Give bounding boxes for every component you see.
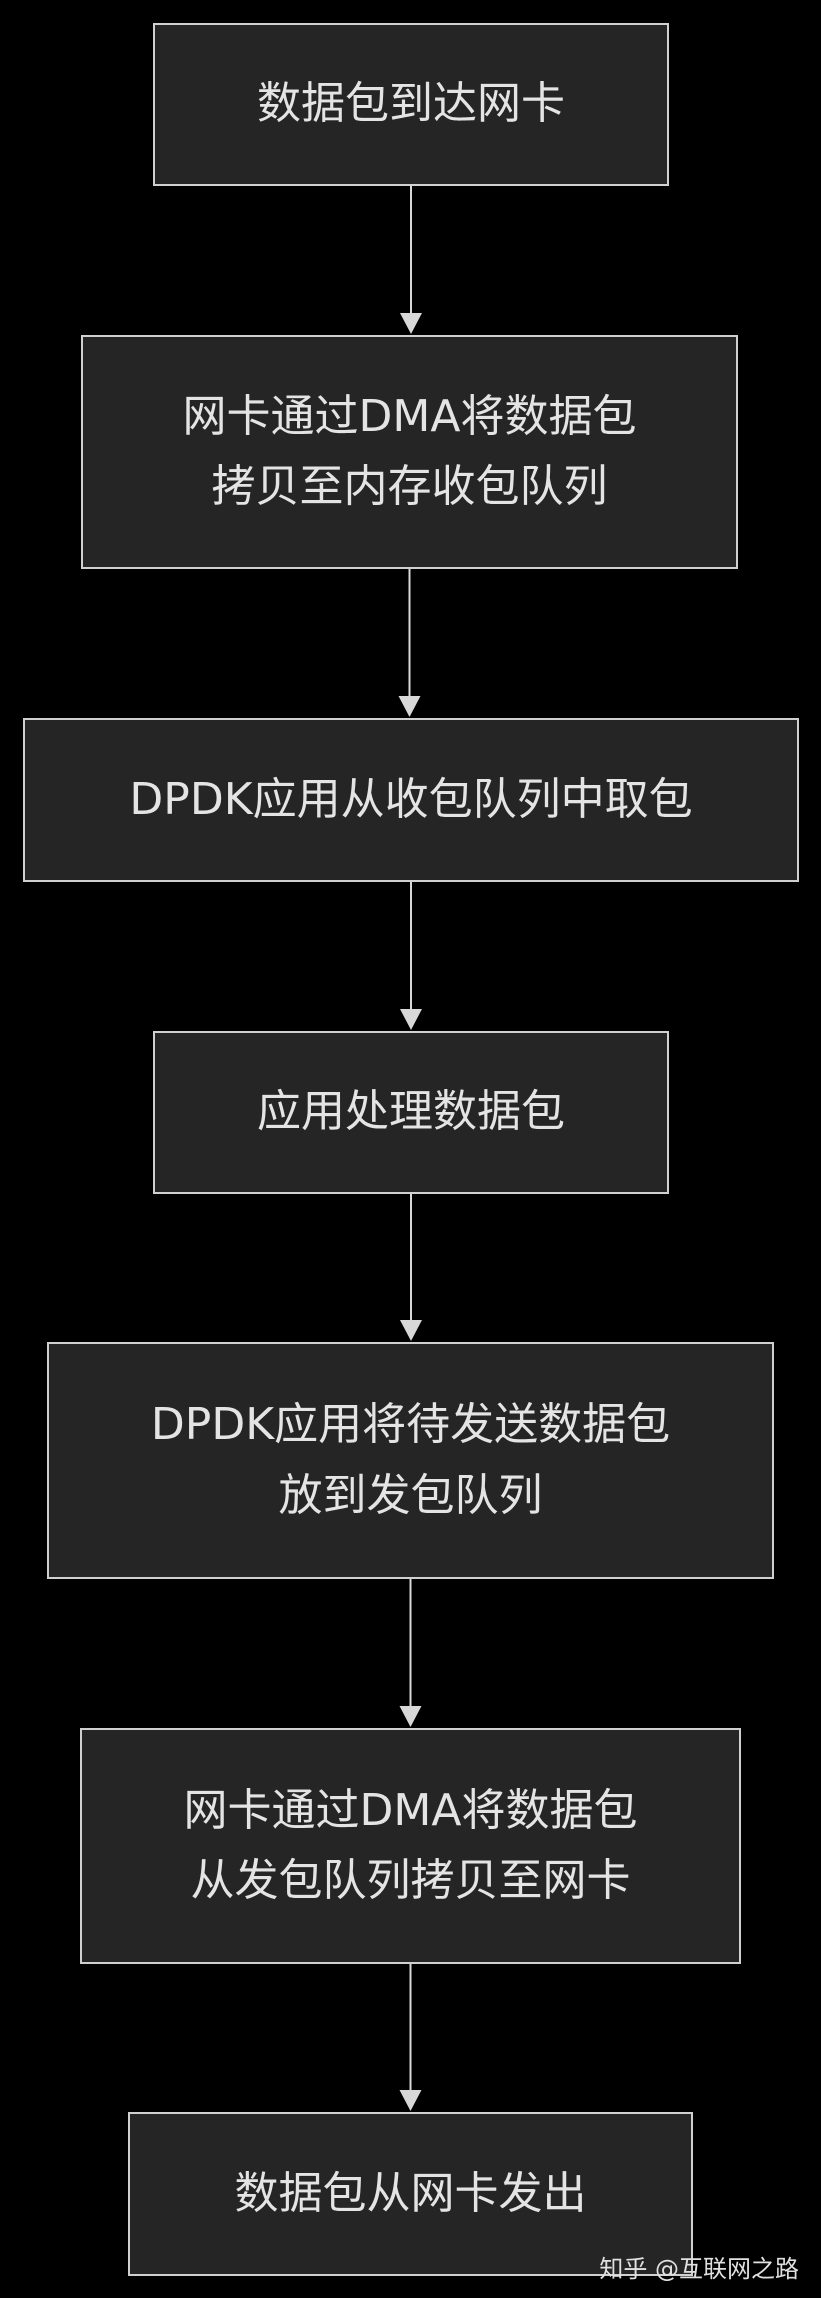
arrow-n6-to-n7 <box>399 1964 422 2111</box>
step-text: 网卡通过DMA将数据包 <box>183 1784 638 1836</box>
arrow-head <box>399 2090 422 2111</box>
step-text: 拷贝至内存收包队列 <box>211 461 608 512</box>
arrow-n2-to-n3 <box>398 569 421 717</box>
step-dma-tx-queue-to-nic: 网卡通过DMA将数据包 从发包队列拷贝至网卡 <box>80 1728 741 1964</box>
step-dma-to-rx-queue: 网卡通过DMA将数据包 拷贝至内存收包队列 <box>81 335 738 569</box>
arrow-head <box>399 1706 422 1727</box>
step-text: 数据包从网卡发出 <box>234 2167 587 2219</box>
step-text: DPDK应用从收包队列中取包 <box>129 773 693 825</box>
arrow-n5-to-n6 <box>399 1579 422 1727</box>
arrow-head <box>400 313 422 334</box>
step-app-processes-packet: 应用处理数据包 <box>153 1031 669 1194</box>
step-text: DPDK应用将待发送数据包 <box>150 1399 671 1451</box>
arrow-n3-to-n4 <box>400 882 422 1030</box>
arrow-n1-to-n2 <box>400 186 422 334</box>
step-text: 放到发包队列 <box>278 1469 543 1521</box>
arrow-head <box>400 1320 422 1341</box>
step-text: 应用处理数据包 <box>257 1086 565 1138</box>
step-text: 网卡通过DMA将数据包 <box>182 390 637 442</box>
arrow-head <box>398 696 421 717</box>
arrow-n4-to-n5 <box>400 1194 422 1341</box>
step-text: 从发包队列拷贝至网卡 <box>190 1855 631 1906</box>
step-packet-sent-from-nic: 数据包从网卡发出 <box>128 2112 693 2276</box>
step-dpdk-put-to-tx-queue: DPDK应用将待发送数据包 放到发包队列 <box>47 1342 774 1579</box>
step-packet-arrives-nic: 数据包到达网卡 <box>153 23 669 186</box>
step-text: 数据包到达网卡 <box>257 78 565 130</box>
watermark: 知乎 @互联网之路 <box>599 2255 799 2283</box>
arrow-head <box>400 1009 422 1030</box>
step-dpdk-fetch-from-rx-queue: DPDK应用从收包队列中取包 <box>23 718 799 882</box>
